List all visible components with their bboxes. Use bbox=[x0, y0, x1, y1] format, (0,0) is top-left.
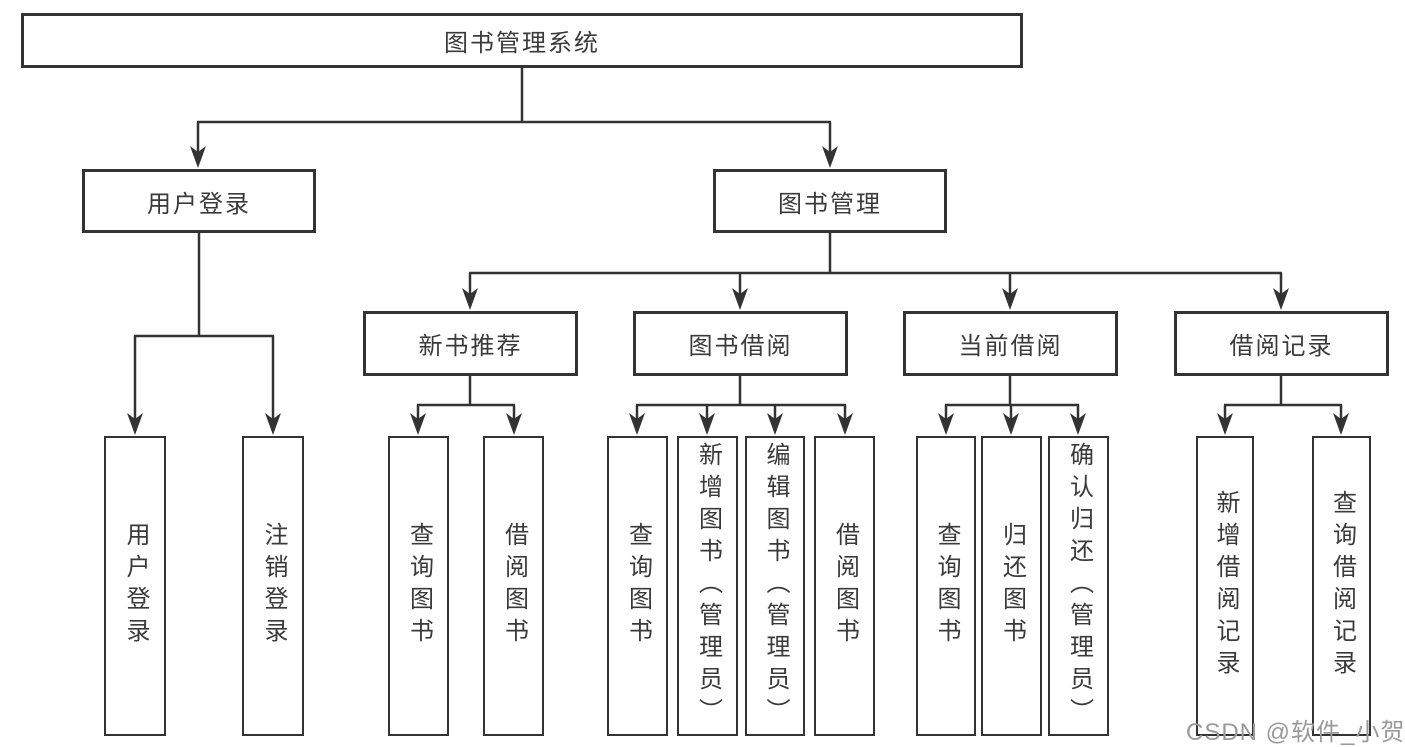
edge-userlogin-to-leaves bbox=[133, 233, 275, 419]
node-label: 图书管理系统 bbox=[444, 30, 600, 57]
node-library-management-system: 图书管理系统 bbox=[21, 13, 1023, 68]
node-label: 编辑图书（管理员） bbox=[762, 442, 789, 730]
leaf-confirm-return-admin: 确认归还（管理员） bbox=[1048, 436, 1109, 736]
leaf-add-borrow-record: 新增借阅记录 bbox=[1196, 436, 1254, 736]
node-label: 借阅图书 bbox=[831, 522, 859, 650]
node-label: 新书推荐 bbox=[418, 333, 523, 360]
csdn-watermark: CSDN @软件_小贺同学 bbox=[1186, 719, 1405, 746]
leaf-query-books-recommend: 查询图书 bbox=[388, 436, 449, 736]
leaf-logout: 注销登录 bbox=[242, 436, 304, 736]
leaf-user-login: 用户登录 bbox=[104, 436, 166, 736]
leaf-add-book-admin: 新增图书（管理员） bbox=[677, 436, 738, 736]
node-label: 图书管理 bbox=[778, 190, 882, 218]
node-label: 图书借阅 bbox=[688, 333, 793, 360]
node-book-management: 图书管理 bbox=[713, 169, 947, 233]
leaf-borrow-books-borrowing: 借阅图书 bbox=[814, 436, 875, 736]
leaf-borrow-books-recommend: 借阅图书 bbox=[483, 436, 544, 736]
leaf-query-borrow-record: 查询借阅记录 bbox=[1312, 436, 1371, 736]
edge-level3-to-leaves bbox=[416, 376, 1343, 419]
leaf-query-books-current: 查询图书 bbox=[916, 436, 976, 736]
node-new-book-recommendation: 新书推荐 bbox=[363, 311, 578, 376]
edge-bookmgmt-to-level3 bbox=[468, 232, 1283, 294]
edge-root-to-level2 bbox=[196, 68, 832, 152]
leaf-query-books-borrowing: 查询图书 bbox=[607, 436, 668, 736]
node-current-borrowing: 当前借阅 bbox=[903, 311, 1118, 376]
node-label: 查询借阅记录 bbox=[1328, 490, 1356, 682]
node-user-login: 用户登录 bbox=[82, 169, 316, 233]
node-label: 借阅记录 bbox=[1229, 333, 1334, 360]
node-label: 当前借阅 bbox=[958, 333, 1063, 360]
leaf-return-books: 归还图书 bbox=[981, 436, 1042, 736]
node-label: 归还图书 bbox=[998, 522, 1026, 650]
node-borrowing-records: 借阅记录 bbox=[1174, 311, 1389, 376]
node-book-borrowing: 图书借阅 bbox=[633, 311, 848, 376]
node-label: 注销登录 bbox=[260, 522, 287, 650]
node-label: 用户登录 bbox=[147, 190, 251, 218]
node-label: 用户登录 bbox=[122, 522, 149, 650]
node-label: 新增图书（管理员） bbox=[694, 442, 722, 730]
node-label: 确认归还（管理员） bbox=[1065, 442, 1093, 730]
leaf-edit-book-admin: 编辑图书（管理员） bbox=[745, 436, 805, 736]
node-label: 查询图书 bbox=[933, 522, 960, 650]
node-label: 查询图书 bbox=[405, 522, 433, 650]
node-label: 新增借阅记录 bbox=[1212, 490, 1239, 682]
node-label: 借阅图书 bbox=[500, 522, 528, 650]
node-label: 查询图书 bbox=[624, 522, 652, 650]
